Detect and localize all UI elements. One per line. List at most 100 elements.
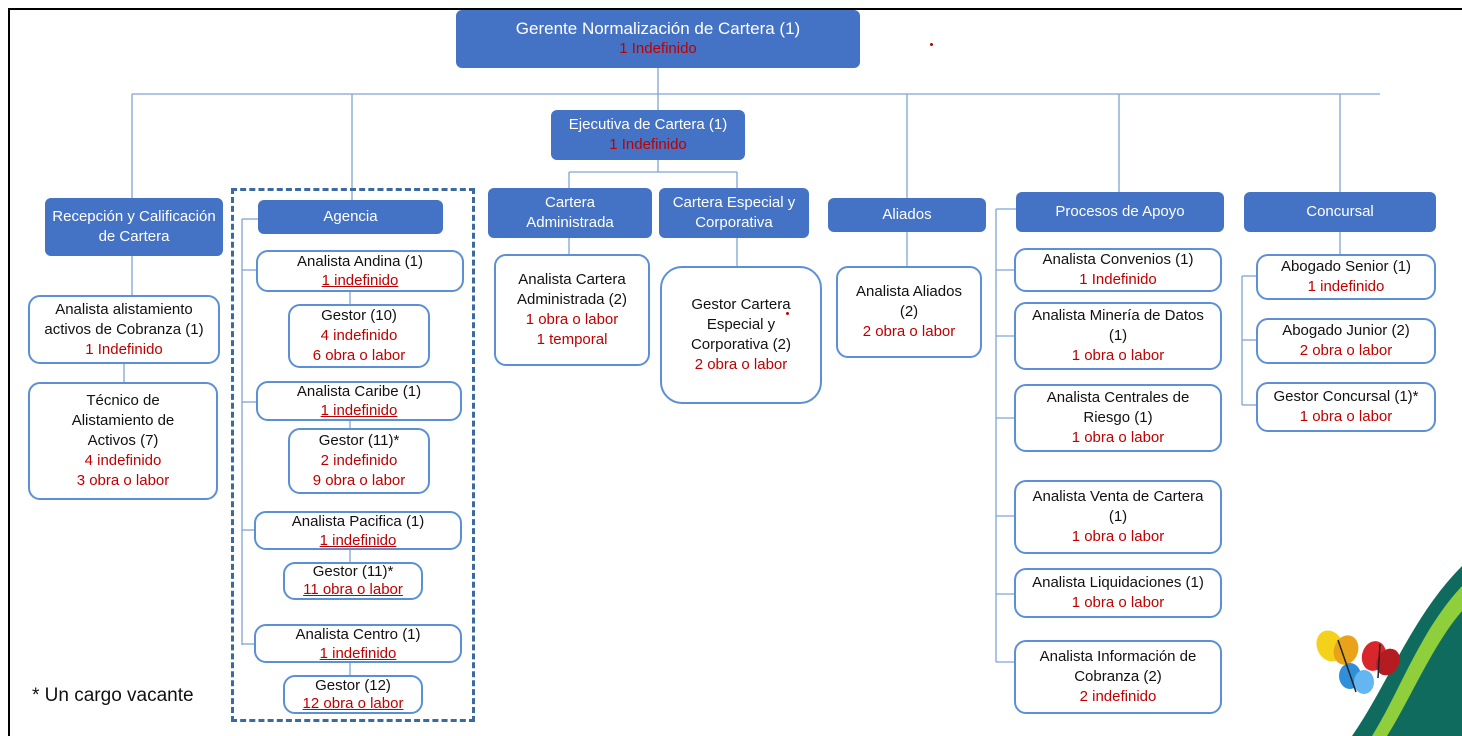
role-contract: 1 temporal bbox=[536, 331, 608, 348]
dept-concursal: Concursal bbox=[1244, 192, 1436, 232]
agencia-group bbox=[231, 188, 475, 722]
role-line: Analista Cartera bbox=[518, 271, 626, 288]
dept-recepcion-label: Recepción y Calificación de Cartera bbox=[52, 208, 216, 245]
dept-cartera-admin-label: Cartera Administrada bbox=[526, 194, 614, 231]
role-line: Gestor (10) bbox=[321, 307, 397, 324]
role-line: Analista Venta de Cartera bbox=[1032, 488, 1204, 505]
role-line: Analista Caribe (1) bbox=[296, 383, 422, 400]
red-dot bbox=[930, 43, 933, 46]
role-line: Analista Minería de Datos bbox=[1032, 307, 1204, 324]
role-line: Analista Centro (1) bbox=[295, 625, 421, 643]
dept-procesos: Procesos de Apoyo bbox=[1016, 192, 1224, 232]
role-box-procesos-5: Analista Liquidaciones (1) 1 obra o labo… bbox=[1014, 568, 1222, 618]
role-line: Especial y bbox=[706, 316, 776, 333]
role-line: Analista Información de bbox=[1039, 648, 1197, 665]
role-contract: 1 obra o labor bbox=[1071, 594, 1165, 611]
role-line: (1) bbox=[1108, 508, 1128, 525]
dept-concursal-label: Concursal bbox=[1306, 203, 1374, 220]
role-contract: 1 Indefinido bbox=[85, 340, 163, 358]
role-contract: 1 obra o labor bbox=[525, 311, 619, 328]
root-subtitle: 1 Indefinido bbox=[619, 40, 697, 57]
role-line: activos de Cobranza (1) bbox=[44, 320, 204, 338]
exec-title: Ejecutiva de Cartera (1) bbox=[568, 116, 728, 133]
role-line: Cobranza (2) bbox=[1074, 668, 1162, 685]
role-line: Gestor (11)* bbox=[312, 563, 394, 580]
role-line: Gestor Cartera bbox=[691, 296, 791, 313]
role-box-agencia-7: Analista Centro (1) 1 indefinido bbox=[254, 624, 462, 663]
role-box-agencia-2: Gestor (10) 4 indefinido 6 obra o labor bbox=[288, 304, 430, 368]
red-dot bbox=[786, 312, 789, 315]
role-line: Gestor (12) bbox=[315, 676, 391, 694]
dept-cartera-admin: Cartera Administrada bbox=[488, 188, 652, 238]
role-line: Analista Aliados bbox=[856, 283, 962, 300]
role-line: Administrada (2) bbox=[516, 291, 628, 308]
role-line: Abogado Junior (2) bbox=[1282, 322, 1410, 339]
role-contract: 2 indefinido bbox=[1079, 688, 1157, 705]
dept-procesos-label: Procesos de Apoyo bbox=[1055, 203, 1185, 220]
root-node: Gerente Normalización de Cartera (1) 1 I… bbox=[456, 10, 860, 68]
role-contract: 6 obra o labor bbox=[312, 347, 406, 364]
role-box-procesos-6: Analista Información de Cobranza (2) 2 i… bbox=[1014, 640, 1222, 714]
role-contract: 1 obra o labor bbox=[1071, 429, 1165, 446]
role-box-recepcion-2: Técnico de Alistamiento de Activos (7) 4… bbox=[28, 382, 218, 500]
role-line: Corporativa (2) bbox=[690, 336, 792, 353]
role-line: Analista alistamiento bbox=[55, 300, 193, 318]
role-contract: 1 indefinido bbox=[320, 402, 398, 419]
role-line: (2) bbox=[899, 303, 919, 320]
role-box-procesos-4: Analista Venta de Cartera (1) 1 obra o l… bbox=[1014, 480, 1222, 554]
butterfly-logo-icon bbox=[1316, 566, 1462, 736]
role-contract: 1 obra o labor bbox=[1071, 347, 1165, 364]
role-box-concursal-1: Abogado Senior (1) 1 indefinido bbox=[1256, 254, 1436, 300]
role-contract: 1 indefinido bbox=[1307, 278, 1385, 295]
role-line: Analista Centrales de bbox=[1046, 389, 1190, 406]
role-box-agencia-4: Gestor (11)* 2 indefinido 9 obra o labor bbox=[288, 428, 430, 494]
role-line: Analista Liquidaciones (1) bbox=[1032, 574, 1204, 591]
role-contract: 1 obra o labor bbox=[1071, 528, 1165, 545]
role-box-procesos-2: Analista Minería de Datos (1) 1 obra o l… bbox=[1014, 302, 1222, 370]
root-title: Gerente Normalización de Cartera (1) bbox=[515, 19, 801, 38]
role-box-procesos-3: Analista Centrales de Riesgo (1) 1 obra … bbox=[1014, 384, 1222, 452]
role-contract: 3 obra o labor bbox=[76, 472, 170, 489]
role-box-aliados: Analista Aliados (2) 2 obra o labor bbox=[836, 266, 982, 358]
role-box-agencia-1: Analista Andina (1) 1 indefinido bbox=[256, 250, 464, 292]
role-box-cartera-especial: Gestor Cartera Especial y Corporativa (2… bbox=[660, 266, 822, 404]
vacancy-footnote: * Un cargo vacante bbox=[32, 685, 194, 706]
role-contract: 1 obra o labor bbox=[1299, 408, 1393, 425]
chart-frame bbox=[8, 8, 1462, 736]
role-contract: 2 obra o labor bbox=[694, 356, 788, 373]
role-box-cartera-admin: Analista Cartera Administrada (2) 1 obra… bbox=[494, 254, 650, 366]
role-box-agencia-5: Analista Pacifica (1) 1 indefinido bbox=[254, 511, 462, 550]
role-box-procesos-1: Analista Convenios (1) 1 Indefinido bbox=[1014, 248, 1222, 292]
role-contract: 11 obra o labor bbox=[303, 581, 403, 598]
dept-agencia: Agencia bbox=[258, 200, 443, 234]
role-contract: 1 Indefinido bbox=[1079, 271, 1157, 288]
role-contract: 9 obra o labor bbox=[312, 472, 406, 489]
role-line: Analista Pacifica (1) bbox=[291, 512, 425, 530]
role-line: Técnico de bbox=[86, 392, 160, 409]
role-line: Analista Andina (1) bbox=[297, 253, 423, 270]
dept-aliados: Aliados bbox=[828, 198, 986, 232]
role-contract: 1 indefinido bbox=[321, 272, 399, 289]
role-contract: 2 indefinido bbox=[320, 452, 398, 469]
role-contract: 1 indefinido bbox=[319, 644, 397, 662]
role-contract: 1 indefinido bbox=[319, 531, 397, 549]
role-box-agencia-3: Analista Caribe (1) 1 indefinido bbox=[256, 381, 462, 421]
role-line: Gestor Concursal (1)* bbox=[1273, 388, 1419, 405]
role-box-concursal-3: Gestor Concursal (1)* 1 obra o labor bbox=[1256, 382, 1436, 432]
dept-cartera-especial: Cartera Especial y Corporativa bbox=[659, 188, 809, 238]
role-contract: 12 obra o labor bbox=[302, 694, 404, 712]
exec-subtitle: 1 Indefinido bbox=[609, 136, 687, 153]
dept-aliados-label: Aliados bbox=[882, 206, 932, 223]
role-box-concursal-2: Abogado Junior (2) 2 obra o labor bbox=[1256, 318, 1436, 364]
role-contract: 4 indefinido bbox=[84, 452, 162, 469]
role-line: Analista Convenios (1) bbox=[1042, 251, 1194, 268]
dept-agencia-label: Agencia bbox=[323, 208, 378, 225]
role-contract: 2 obra o labor bbox=[862, 323, 956, 340]
dept-cartera-especial-label: Cartera Especial y Corporativa bbox=[672, 194, 796, 231]
role-contract: 4 indefinido bbox=[320, 327, 398, 344]
role-box-recepcion-1: Analista alistamiento activos de Cobranz… bbox=[28, 295, 220, 364]
role-line: Alistamiento de bbox=[71, 412, 175, 429]
role-line: Riesgo (1) bbox=[1083, 409, 1153, 426]
role-line: Gestor (11)* bbox=[318, 432, 400, 449]
role-line: (1) bbox=[1108, 327, 1128, 344]
